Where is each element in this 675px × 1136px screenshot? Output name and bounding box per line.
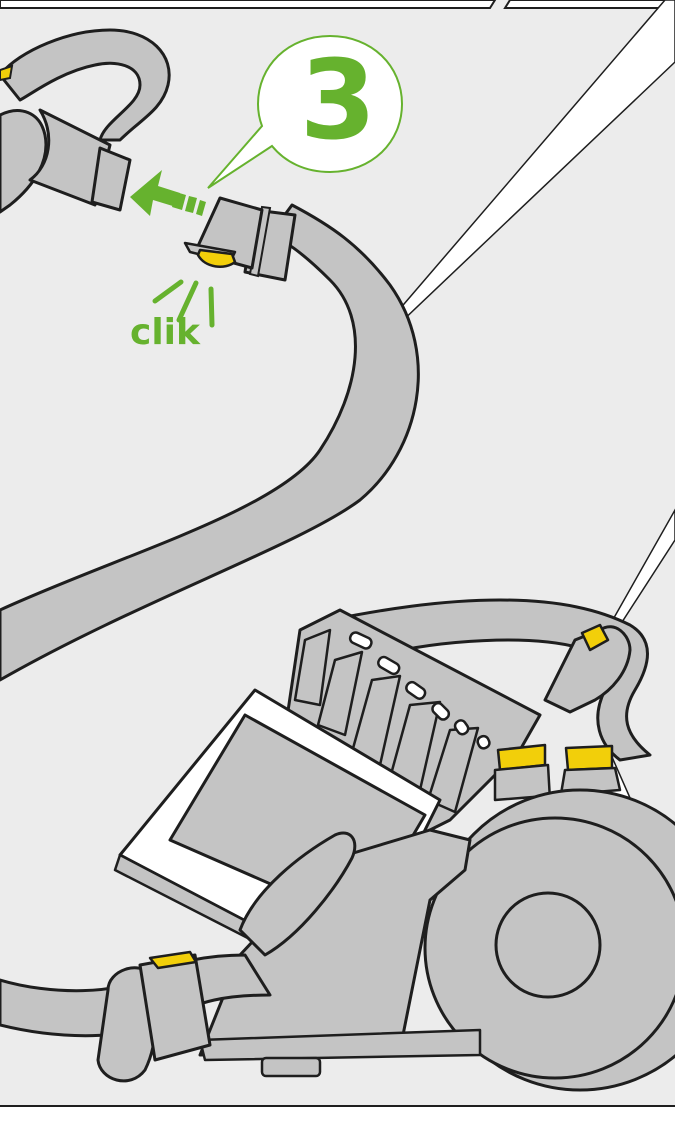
insert-arrow-icon: [130, 170, 206, 216]
cyclone-vent-slots: [348, 631, 491, 750]
hose-lower-catch: [148, 950, 198, 970]
machine-carry-handle: [328, 598, 652, 762]
step-badge-bubble: [207, 34, 404, 189]
bottom-frame: [0, 1106, 675, 1136]
wand-yellow-mark: [0, 64, 14, 82]
chassis-foot: [198, 1028, 482, 1062]
wand-handle-grip: [0, 109, 48, 214]
callout-pointer-hose: [391, 0, 675, 327]
wand-socket-lip: [90, 146, 132, 212]
step-number: 3: [299, 36, 377, 164]
bin-release-catch-right: [564, 744, 614, 772]
click-lines-icon: [152, 279, 215, 328]
cyclone-fins: [293, 628, 480, 814]
handle-trigger-grip: [543, 625, 632, 714]
top-frame-tab-right: [503, 0, 675, 9]
handle-release-button: [580, 623, 610, 652]
top-frame-tab-left: [0, 0, 497, 9]
wheel-hub: [494, 891, 602, 999]
click-sound-label: clik: [130, 312, 200, 353]
wand-handle-loop: [0, 28, 171, 142]
front-castor: [260, 1056, 322, 1078]
wand-socket: [28, 108, 112, 207]
hose-tube: [0, 203, 420, 682]
hose-inlet-duct: [238, 831, 357, 957]
hose-release-catch: [196, 248, 237, 268]
